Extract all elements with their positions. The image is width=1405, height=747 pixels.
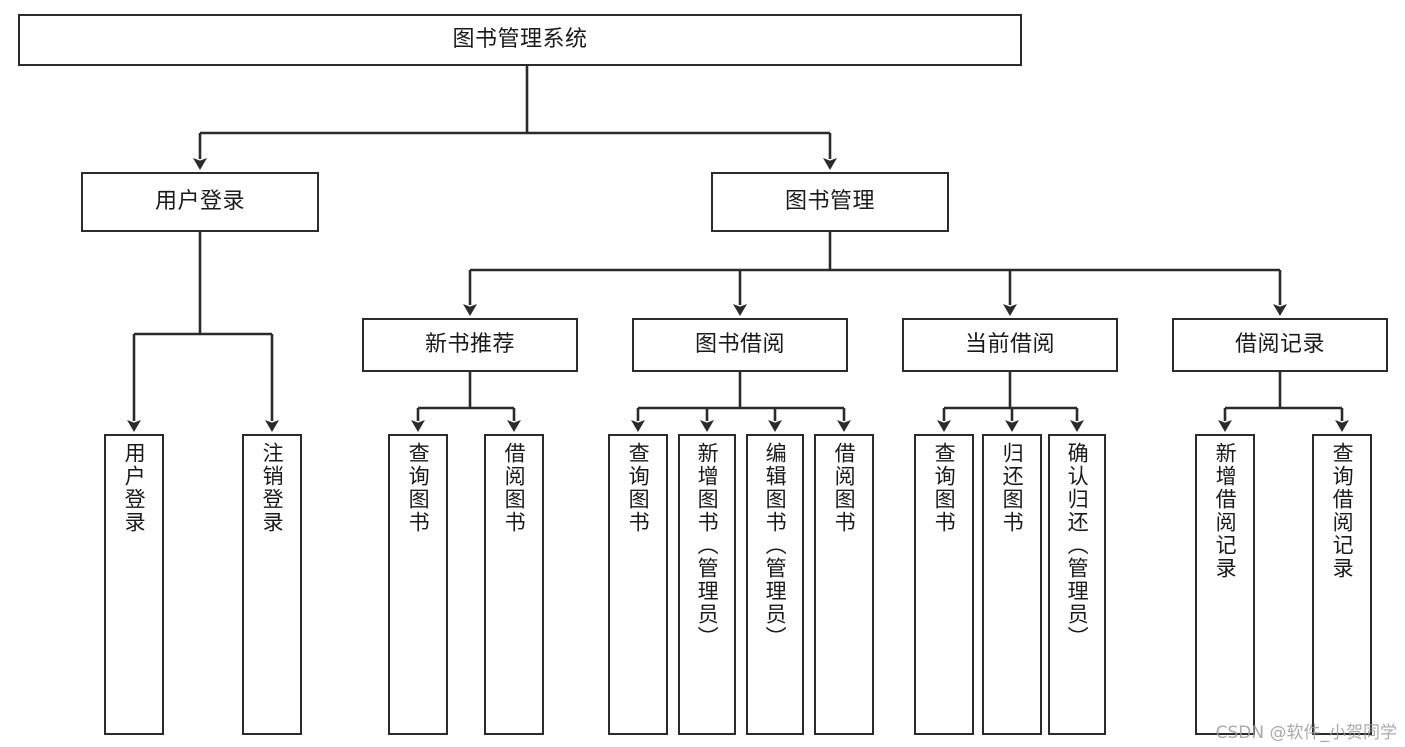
node-label: 新书推荐	[424, 331, 515, 357]
node-label: 归还图书	[1000, 442, 1025, 534]
node-leaf-edit-book-admin[interactable]: 编辑图书（管理员）	[746, 434, 804, 735]
node-label: 查询借阅记录	[1330, 442, 1355, 580]
node-label: 用户登录	[122, 442, 147, 534]
node-label: 确认归还（管理员）	[1065, 442, 1090, 649]
node-label: 注销登录	[260, 442, 285, 534]
node-leaf-borrow-book-recommend[interactable]: 借阅图书	[484, 434, 544, 735]
node-label: 查询图书	[932, 442, 957, 534]
node-label: 借阅记录	[1234, 331, 1325, 357]
node-leaf-add-borrow-record[interactable]: 新增借阅记录	[1195, 434, 1255, 735]
node-leaf-add-book-admin[interactable]: 新增图书（管理员）	[678, 434, 736, 735]
node-label: 当前借阅	[964, 331, 1055, 357]
node-leaf-user-login[interactable]: 用户登录	[104, 434, 164, 735]
node-leaf-query-book-recommend[interactable]: 查询图书	[388, 434, 448, 735]
node-root-book-management-system[interactable]: 图书管理系统	[18, 14, 1022, 66]
node-label: 编辑图书（管理员）	[763, 442, 788, 649]
node-user-login[interactable]: 用户登录	[81, 172, 319, 232]
node-new-book-recommend[interactable]: 新书推荐	[362, 318, 578, 372]
node-borrow-record[interactable]: 借阅记录	[1172, 318, 1388, 372]
node-label: 新增借阅记录	[1213, 442, 1238, 580]
node-label: 查询图书	[626, 442, 651, 534]
node-label: 查询图书	[406, 442, 431, 534]
node-label: 借阅图书	[832, 442, 857, 534]
node-leaf-query-book-borrow[interactable]: 查询图书	[608, 434, 668, 735]
node-label: 图书借阅	[694, 331, 785, 357]
node-leaf-confirm-return-admin[interactable]: 确认归还（管理员）	[1048, 434, 1106, 735]
node-label: 新增图书（管理员）	[695, 442, 720, 649]
node-book-management[interactable]: 图书管理	[711, 172, 949, 232]
node-leaf-return-book[interactable]: 归还图书	[982, 434, 1042, 735]
node-label: 图书管理系统	[452, 26, 588, 52]
node-book-borrow[interactable]: 图书借阅	[632, 318, 848, 372]
node-leaf-borrow-book[interactable]: 借阅图书	[814, 434, 874, 735]
node-leaf-query-borrow-record[interactable]: 查询借阅记录	[1312, 434, 1372, 735]
node-leaf-query-book-current[interactable]: 查询图书	[914, 434, 974, 735]
node-current-borrow[interactable]: 当前借阅	[902, 318, 1118, 372]
watermark-text: CSDN @软件_小贺同学	[1215, 723, 1397, 743]
node-leaf-user-logout[interactable]: 注销登录	[242, 434, 302, 735]
node-label: 用户登录	[154, 188, 245, 214]
node-label: 借阅图书	[502, 442, 527, 534]
node-label: 图书管理	[784, 188, 875, 214]
